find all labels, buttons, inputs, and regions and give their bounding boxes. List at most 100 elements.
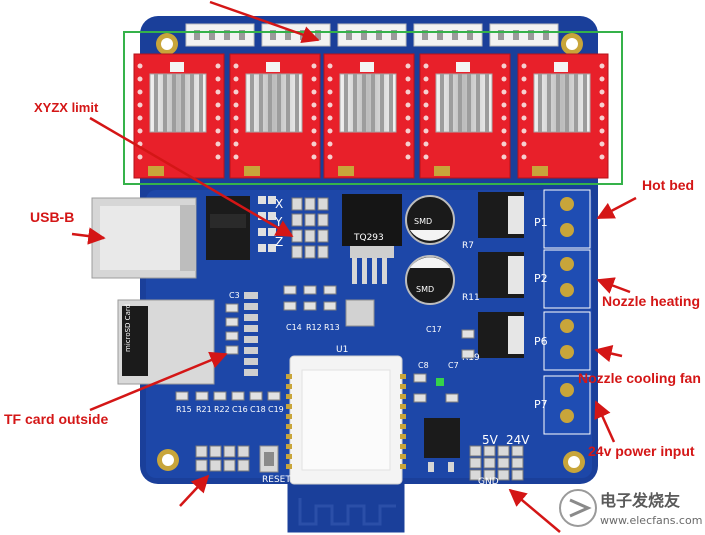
heatsink-fin bbox=[449, 74, 453, 132]
silk-c7: C7 bbox=[448, 361, 459, 370]
silk-r15: R15 bbox=[176, 405, 192, 414]
module-pad bbox=[286, 404, 292, 409]
heatsink-fin bbox=[259, 74, 263, 132]
silk-u1: U1 bbox=[336, 345, 348, 355]
status-led bbox=[436, 378, 444, 386]
driver-pin bbox=[327, 63, 333, 69]
usb-b-connector bbox=[91, 197, 197, 279]
driver-pin bbox=[521, 63, 527, 69]
connector-pin bbox=[437, 30, 443, 40]
header-pin bbox=[511, 469, 524, 481]
heatsink-fin bbox=[286, 74, 290, 132]
driver-pot bbox=[266, 62, 280, 72]
module-pad bbox=[400, 434, 406, 439]
driver-pin bbox=[405, 128, 411, 134]
smd-resistor bbox=[258, 228, 266, 236]
header-pin bbox=[469, 469, 482, 481]
silk-r13: R13 bbox=[324, 323, 340, 332]
driver-pot bbox=[360, 62, 374, 72]
driver-pin bbox=[137, 63, 143, 69]
smd-passive bbox=[225, 317, 239, 327]
smd-passive bbox=[303, 285, 317, 295]
header-pin bbox=[497, 445, 510, 457]
driver-pin bbox=[423, 63, 429, 69]
smd-passive bbox=[413, 373, 427, 383]
header-pin bbox=[291, 213, 303, 227]
driver-pin bbox=[423, 89, 429, 95]
module-pad bbox=[286, 454, 292, 459]
heatsink-fin bbox=[163, 74, 167, 132]
driver-pad bbox=[532, 166, 548, 176]
module-pad bbox=[286, 374, 292, 379]
driver-pin bbox=[501, 115, 507, 121]
driver-pin bbox=[311, 63, 317, 69]
driver-pin bbox=[423, 102, 429, 108]
silk-smd-2: SMD bbox=[416, 285, 434, 294]
driver-pin bbox=[521, 89, 527, 95]
module-pad bbox=[400, 384, 406, 389]
smd-passives bbox=[175, 285, 475, 403]
driver-pin bbox=[327, 76, 333, 82]
driver-pin bbox=[215, 102, 221, 108]
module-pad bbox=[400, 424, 406, 429]
connector-pin bbox=[270, 30, 276, 40]
smd-passive bbox=[283, 285, 297, 295]
arrow-xyzx-limit bbox=[89, 116, 294, 238]
mosfet-tab bbox=[508, 196, 524, 234]
arrow-top-connectors bbox=[209, 0, 320, 44]
header-pin bbox=[304, 197, 316, 211]
heatsink-fin bbox=[181, 74, 185, 132]
header-pin bbox=[291, 245, 303, 259]
driver-pin bbox=[599, 154, 605, 160]
module-pad bbox=[286, 434, 292, 439]
callout-nozzle-cooling: Nozzle cooling fan bbox=[578, 370, 701, 386]
watermark-url: www.elecfans.com bbox=[600, 514, 702, 527]
driver-pin bbox=[215, 128, 221, 134]
silk-z: Z bbox=[275, 235, 283, 249]
inductor bbox=[345, 299, 375, 327]
silk-24v: 24V bbox=[506, 433, 530, 447]
connector-pin bbox=[285, 30, 291, 40]
driver-pin bbox=[599, 102, 605, 108]
heatsink bbox=[149, 73, 207, 133]
driver-pin bbox=[215, 76, 221, 82]
driver-pin bbox=[405, 115, 411, 121]
bottom-headers bbox=[195, 445, 524, 481]
header-pin bbox=[483, 457, 496, 469]
connector-pin bbox=[528, 30, 534, 40]
smd-resistor bbox=[268, 212, 276, 220]
driver-pin bbox=[215, 63, 221, 69]
smd-passive bbox=[225, 345, 239, 355]
driver-pad bbox=[434, 166, 450, 176]
terminal-screw bbox=[560, 409, 574, 423]
driver-pin bbox=[311, 141, 317, 147]
silk-c16: C16 bbox=[232, 405, 248, 414]
heatsink-fin bbox=[250, 74, 254, 132]
header-pin bbox=[469, 445, 482, 457]
driver-pin bbox=[423, 76, 429, 82]
driver-pin bbox=[521, 115, 527, 121]
heatsink-fin bbox=[277, 74, 281, 132]
driver-pin bbox=[501, 102, 507, 108]
connector-pin bbox=[452, 30, 458, 40]
header-pin bbox=[511, 445, 524, 457]
smd-passive bbox=[323, 301, 337, 311]
wifi-module-pads bbox=[286, 374, 406, 469]
connector-pin bbox=[376, 30, 382, 40]
silk-p6: P6 bbox=[534, 335, 548, 348]
heatsink-fin bbox=[353, 74, 357, 132]
header-pin bbox=[244, 325, 258, 332]
driver-pin bbox=[405, 89, 411, 95]
driver-pin bbox=[311, 154, 317, 160]
driver-pin bbox=[405, 76, 411, 82]
silk-r11: R11 bbox=[462, 293, 480, 303]
arrow-tf-card bbox=[89, 351, 228, 412]
terminal-screw bbox=[560, 319, 574, 333]
silk-r7: R7 bbox=[462, 241, 474, 251]
driver-pin bbox=[501, 63, 507, 69]
driver-pin bbox=[327, 102, 333, 108]
sd-pin-header bbox=[244, 292, 258, 376]
driver-pin bbox=[405, 63, 411, 69]
smd-passive bbox=[283, 301, 297, 311]
